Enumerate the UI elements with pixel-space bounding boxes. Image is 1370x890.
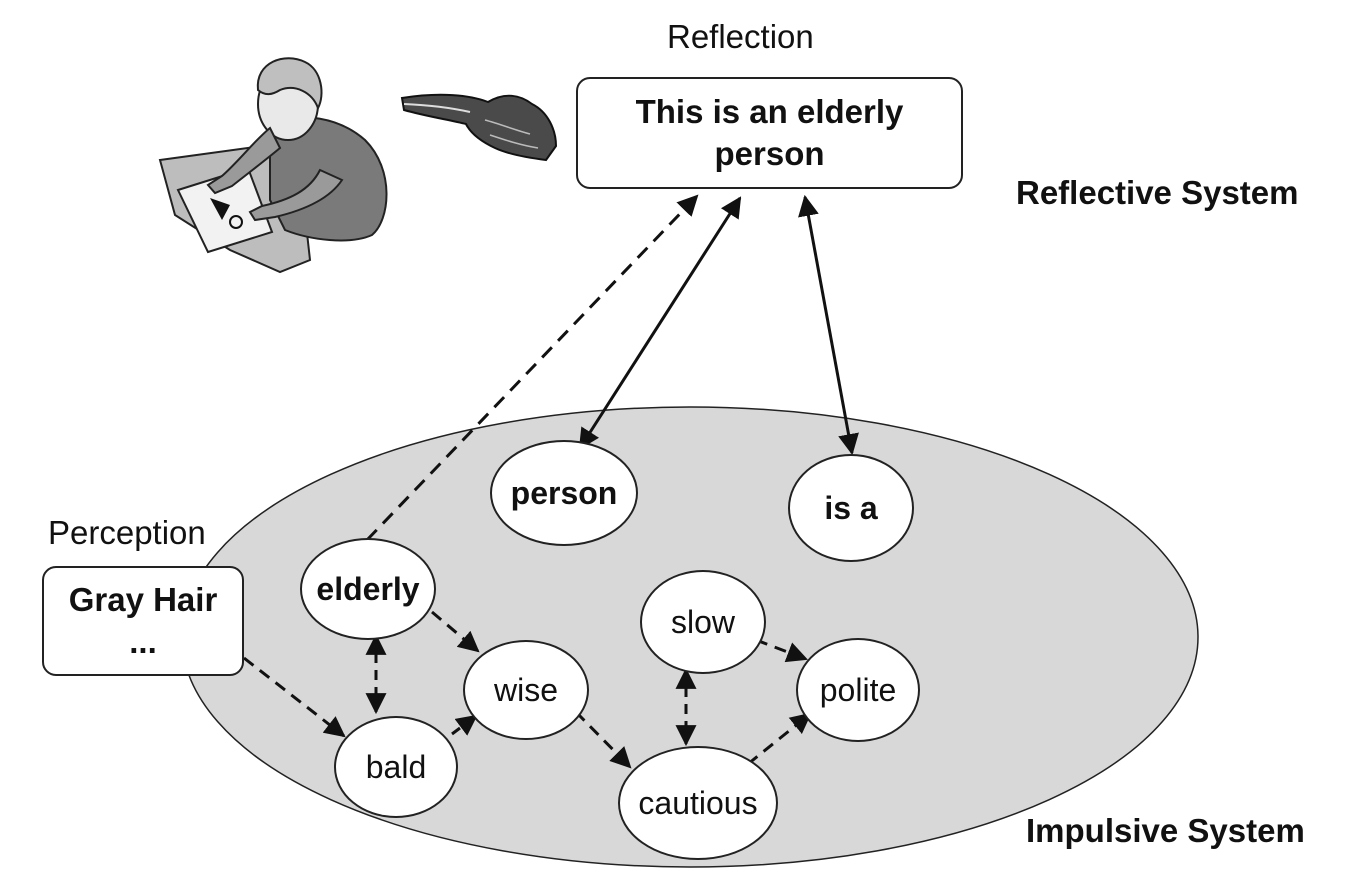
link-bald-wise — [451, 714, 478, 736]
perception-box-line1: Gray Hair — [68, 581, 218, 618]
node-cautious: cautious — [618, 746, 778, 860]
reflection-box-line2: person — [714, 135, 825, 172]
reflection-box-line1: This is an elderly — [635, 93, 904, 130]
impulsive-system-label: Impulsive System — [1026, 812, 1305, 849]
node-bald: bald — [334, 716, 458, 818]
perception-label: Perception — [48, 514, 206, 551]
reflective-system-label: Reflective System — [1016, 174, 1299, 211]
link-perception-bald — [243, 656, 346, 738]
node-elderly: elderly — [300, 538, 436, 640]
link-slow-polite — [755, 638, 808, 663]
pointing-hand-icon — [400, 93, 558, 162]
node-person: person — [490, 440, 638, 546]
link-isa-reflection — [798, 194, 859, 456]
node-wise: wise — [463, 640, 589, 740]
node-slow: slow — [640, 570, 766, 674]
reflection-label: Reflection — [667, 18, 814, 55]
perception-box-line2: ... — [129, 623, 157, 660]
node-is-a: is a — [788, 454, 914, 562]
link-person-reflection — [578, 196, 742, 450]
perception-box: Gray Hair ... — [42, 566, 244, 676]
node-polite: polite — [796, 638, 920, 742]
reflection-box: This is an elderly person — [576, 77, 963, 189]
link-cautious-polite — [747, 712, 812, 766]
link-elderly-wise — [431, 610, 480, 653]
link-wise-cautious — [574, 710, 632, 769]
elderly-woman-clipart — [158, 57, 388, 274]
